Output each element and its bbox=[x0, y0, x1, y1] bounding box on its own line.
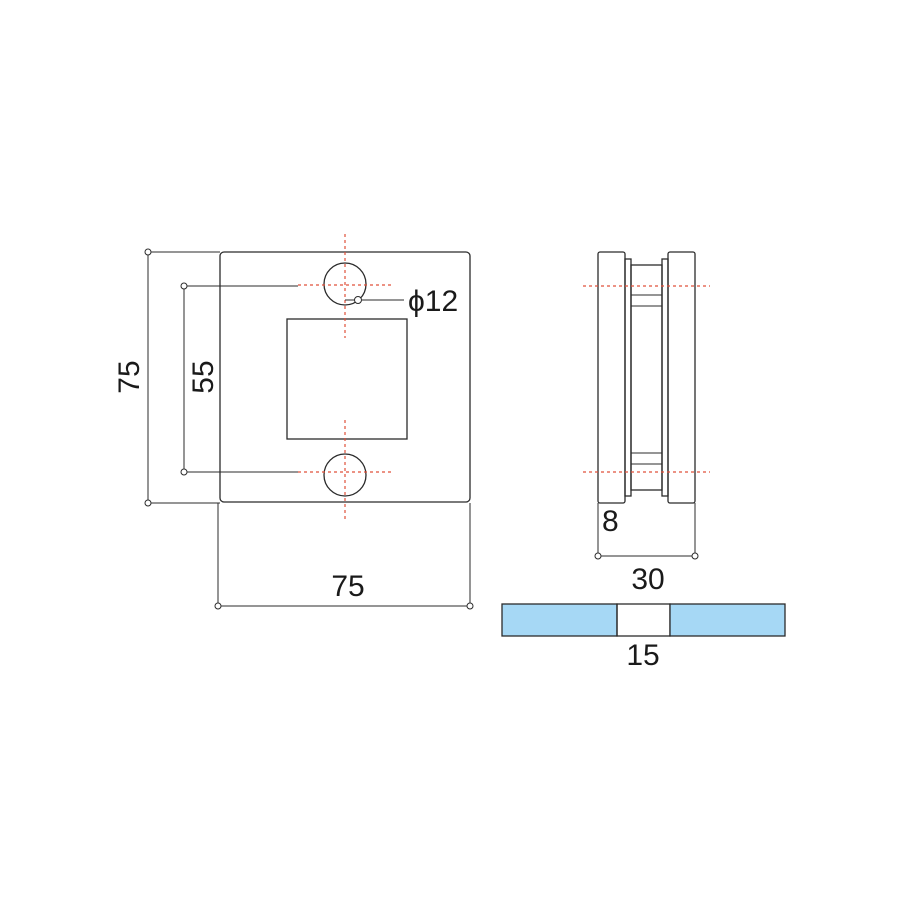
width-75-end-dot-left bbox=[214, 602, 222, 610]
front-view: 75 55 ϕ12 75 bbox=[113, 234, 474, 610]
depth-30-end-dot-left bbox=[594, 552, 602, 560]
middle-spacer bbox=[630, 264, 663, 491]
glass-gap-view: 15 bbox=[501, 603, 786, 672]
spacing-55-end-dot-top bbox=[180, 282, 188, 290]
gap-spacer bbox=[616, 603, 671, 637]
right-inner-flange bbox=[661, 258, 669, 497]
depth-30-end-dot-right bbox=[691, 552, 699, 560]
thickness-8-label: 8 bbox=[602, 505, 619, 538]
spacing-55-label: 55 bbox=[187, 360, 220, 393]
left-clamp-plate bbox=[597, 251, 626, 504]
spacing-55-end-dot-bottom bbox=[180, 468, 188, 476]
center-cutout bbox=[286, 318, 408, 440]
side-view: 8 30 bbox=[583, 251, 710, 596]
height-75-end-dot-top bbox=[144, 248, 152, 256]
glass-gap-label: 15 bbox=[626, 639, 659, 672]
top-mounting-hole bbox=[323, 262, 367, 306]
right-clamp-plate bbox=[667, 251, 696, 504]
right-glass-panel bbox=[669, 603, 786, 637]
width-75-end-dot-right bbox=[466, 602, 474, 610]
left-inner-flange bbox=[624, 258, 632, 497]
hole-diameter-leader-dot bbox=[354, 296, 362, 304]
height-75-label: 75 bbox=[113, 360, 146, 393]
depth-30-label: 30 bbox=[631, 563, 664, 596]
height-75-end-dot-bottom bbox=[144, 499, 152, 507]
width-75-label: 75 bbox=[331, 570, 364, 603]
hole-diameter-label: ϕ12 bbox=[408, 285, 458, 318]
bottom-mounting-hole bbox=[323, 453, 367, 497]
left-glass-panel bbox=[501, 603, 618, 637]
